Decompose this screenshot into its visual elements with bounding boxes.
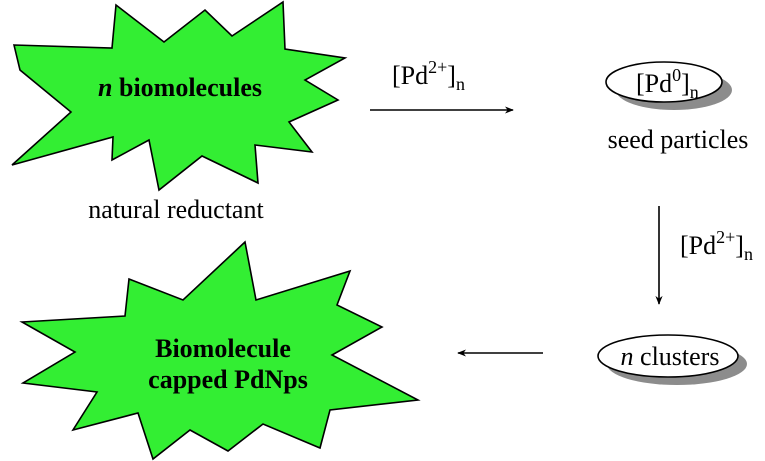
biomolecules-label: n biomolecules xyxy=(98,73,262,102)
arrow-to-clusters: [Pd2+]n xyxy=(655,206,753,305)
biomolecules-starburst: n biomolecules xyxy=(11,0,348,192)
clusters-particle: n clusters xyxy=(597,334,747,385)
arrow-2-reagent: [Pd2+]n xyxy=(680,227,753,264)
starburst-shape-top xyxy=(11,0,348,192)
n-italic-prefix: n xyxy=(98,73,112,102)
pdnps-line-2: capped PdNps xyxy=(148,365,308,394)
seed-particles-caption: seed particles xyxy=(608,125,749,154)
clusters-label: n clusters xyxy=(621,342,720,371)
natural-reductant-caption: natural reductant xyxy=(88,195,264,224)
clusters-n-prefix: n xyxy=(621,342,634,371)
arrow-1-sup: 2+ xyxy=(428,57,447,77)
arrow-1-sub: n xyxy=(456,74,465,94)
seed-sup: 0 xyxy=(672,65,681,85)
seed-sub: n xyxy=(690,82,699,102)
seed-particle: [Pd0]n xyxy=(605,61,732,110)
seed-ellipse xyxy=(605,61,723,103)
arrow-2-sub: n xyxy=(744,244,753,264)
biomolecules-text: biomolecules xyxy=(112,73,262,102)
seed-label: [Pd0]n xyxy=(636,65,699,102)
pdnps-line-1: Biomolecule xyxy=(155,334,291,363)
starburst-shape-bottom xyxy=(19,240,421,461)
clusters-ellipse xyxy=(597,334,739,378)
pdnps-starburst: Biomolecule capped PdNps xyxy=(19,240,421,461)
arrow-2-sup: 2+ xyxy=(716,227,735,247)
arrow-1-reagent: [Pd2+]n xyxy=(392,57,465,94)
arrow-to-seed: [Pd2+]n xyxy=(370,57,514,114)
